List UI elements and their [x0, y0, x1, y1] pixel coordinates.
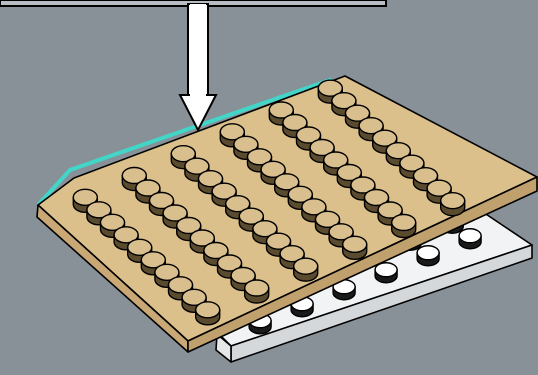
stud: [375, 263, 397, 283]
down-arrow-icon: [180, 4, 216, 130]
stud: [245, 280, 269, 303]
stud: [343, 236, 367, 259]
stud: [294, 258, 318, 281]
stud: [392, 215, 416, 238]
stud: [417, 246, 439, 266]
stud: [441, 193, 465, 216]
stud: [196, 302, 220, 325]
stud: [459, 229, 481, 249]
